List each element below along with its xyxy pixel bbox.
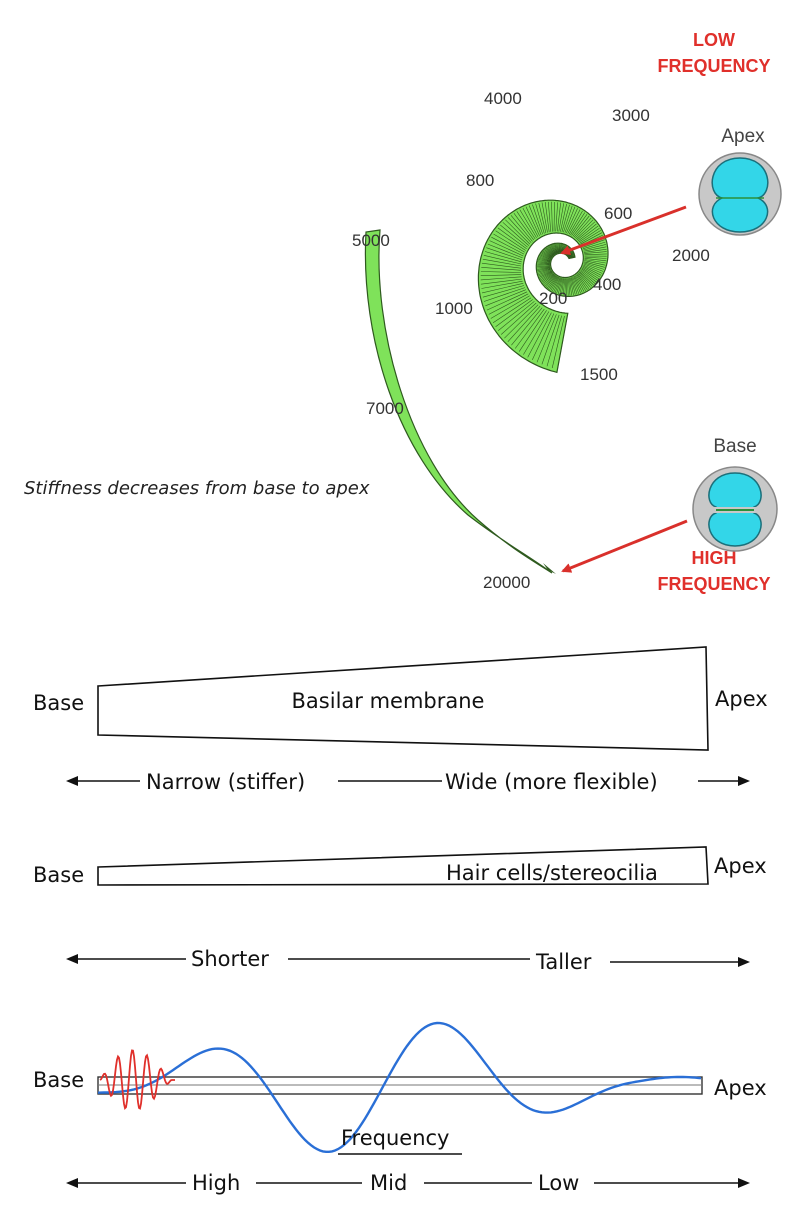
wave-section: Base Apex Frequency High Mid Low xyxy=(33,1021,767,1195)
mid-label: Mid xyxy=(370,1171,407,1195)
high-frequency-wave xyxy=(99,1049,175,1110)
low-frequency-label-line1: LOW xyxy=(693,30,735,50)
taller-label: Taller xyxy=(535,950,592,974)
freq-label-5000: 5000 xyxy=(352,231,390,250)
base-cross-section xyxy=(692,466,778,552)
frequency-axis xyxy=(66,1178,750,1188)
low-frequency-label-line2: FREQUENCY xyxy=(657,56,770,76)
height-axis xyxy=(66,954,750,967)
apex-cross-section xyxy=(698,152,782,236)
freq-label-400: 400 xyxy=(593,275,621,294)
freq-label-200: 200 xyxy=(539,289,567,308)
hair-cells-shape xyxy=(97,846,709,886)
spiral-tail xyxy=(364,229,553,574)
high-frequency-label-line1: HIGH xyxy=(692,548,737,568)
freq-label-3000: 3000 xyxy=(612,106,650,125)
hair-base-label: Base xyxy=(33,863,84,887)
width-axis xyxy=(66,776,750,786)
high-frequency-label-line2: FREQUENCY xyxy=(657,574,770,594)
freq-label-600: 600 xyxy=(604,204,632,223)
spiral-tail-tip xyxy=(543,563,556,574)
basilar-apex-label: Apex xyxy=(715,687,768,711)
shorter-label: Shorter xyxy=(191,947,269,971)
freq-label-1000: 1000 xyxy=(435,299,473,318)
arrow-to-apex xyxy=(560,205,687,255)
freq-label-2000: 2000 xyxy=(672,246,710,265)
high-label: High xyxy=(192,1171,240,1195)
freq-label-20000: 20000 xyxy=(483,573,530,592)
freq-label-7000: 7000 xyxy=(366,399,404,418)
wave-apex-label: Apex xyxy=(714,1076,767,1100)
hair-cells-title: Hair cells/stereocilia xyxy=(446,861,658,885)
wide-flexible-label: Wide (more flexible) xyxy=(445,770,658,794)
basilar-membrane-shape xyxy=(97,646,709,751)
low-label: Low xyxy=(538,1171,579,1195)
basilar-membrane-title: Basilar membrane xyxy=(292,689,485,713)
basilar-membrane-section: Base Basilar membrane Apex Narrow (stiff… xyxy=(33,646,768,794)
narrow-stiffer-label: Narrow (stiffer) xyxy=(146,770,305,794)
freq-label-800: 800 xyxy=(466,171,494,190)
cochlea-spiral xyxy=(364,199,609,574)
hair-apex-label: Apex xyxy=(714,854,767,878)
stiffness-note: Stiffness decreases from base to apex xyxy=(24,478,370,499)
apex-section-label: Apex xyxy=(721,126,765,147)
hair-cells-section: Base Hair cells/stereocilia Apex Shorter… xyxy=(33,846,767,974)
base-section-label: Base xyxy=(713,436,756,457)
frequency-title: Frequency xyxy=(341,1126,450,1150)
basilar-base-label: Base xyxy=(33,691,84,715)
arrow-to-base xyxy=(561,519,688,573)
low-frequency-wave xyxy=(97,1021,702,1153)
freq-label-1500: 1500 xyxy=(580,365,618,384)
freq-label-4000: 4000 xyxy=(484,89,522,108)
wave-base-label: Base xyxy=(33,1068,84,1092)
spiral-band xyxy=(477,199,609,374)
spiral-frequency-labels: 4000 3000 800 600 5000 2000 200 400 1000… xyxy=(352,89,710,592)
